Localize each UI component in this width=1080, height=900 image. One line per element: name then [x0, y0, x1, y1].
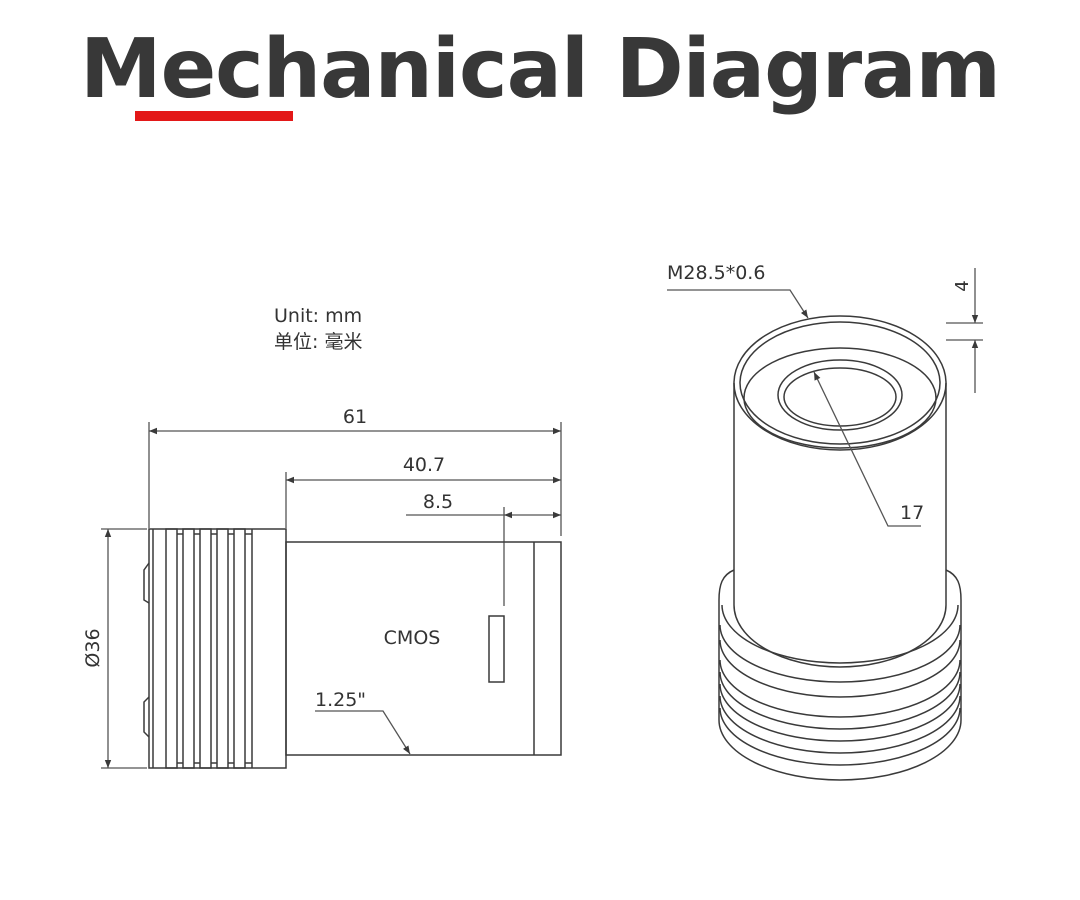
dim-body-length: 40.7	[286, 454, 561, 484]
svg-text:61: 61	[343, 406, 367, 428]
side-view: 61 40.7 8.5 Ø36	[82, 406, 562, 769]
unit-chinese: 单位: 毫米	[274, 331, 363, 353]
unit-english: Unit: mm	[274, 305, 363, 327]
svg-text:8.5: 8.5	[423, 491, 453, 513]
svg-text:17: 17	[900, 502, 924, 524]
camera-body: CMOS	[285, 541, 562, 756]
cmos-label: CMOS	[384, 627, 441, 649]
unit-note: Unit: mm 单位: 毫米	[274, 303, 362, 355]
threaded-base	[718, 569, 962, 781]
svg-text:1.25": 1.25"	[315, 689, 366, 711]
dim-sensor-offset: 8.5	[406, 491, 561, 519]
svg-text:Ø36: Ø36	[82, 628, 104, 667]
cooling-fins	[143, 528, 287, 769]
iso-view: M28.5*0.6 4 17	[667, 262, 983, 781]
title-accent-underline	[135, 111, 293, 121]
dim-nosepiece: 1.25"	[315, 689, 411, 755]
dim-thread-depth: 4	[946, 268, 983, 393]
dim-aperture: 17	[813, 371, 924, 527]
page-title: Mechanical Diagram	[79, 22, 1001, 117]
svg-text:M28.5*0.6: M28.5*0.6	[667, 262, 765, 284]
dim-overall-length: 61	[149, 406, 561, 435]
dim-diameter: Ø36	[82, 528, 147, 769]
cmos-sensor	[488, 615, 505, 683]
thread-callout: M28.5*0.6	[667, 262, 809, 319]
svg-text:40.7: 40.7	[403, 454, 445, 476]
svg-text:4: 4	[952, 280, 973, 291]
